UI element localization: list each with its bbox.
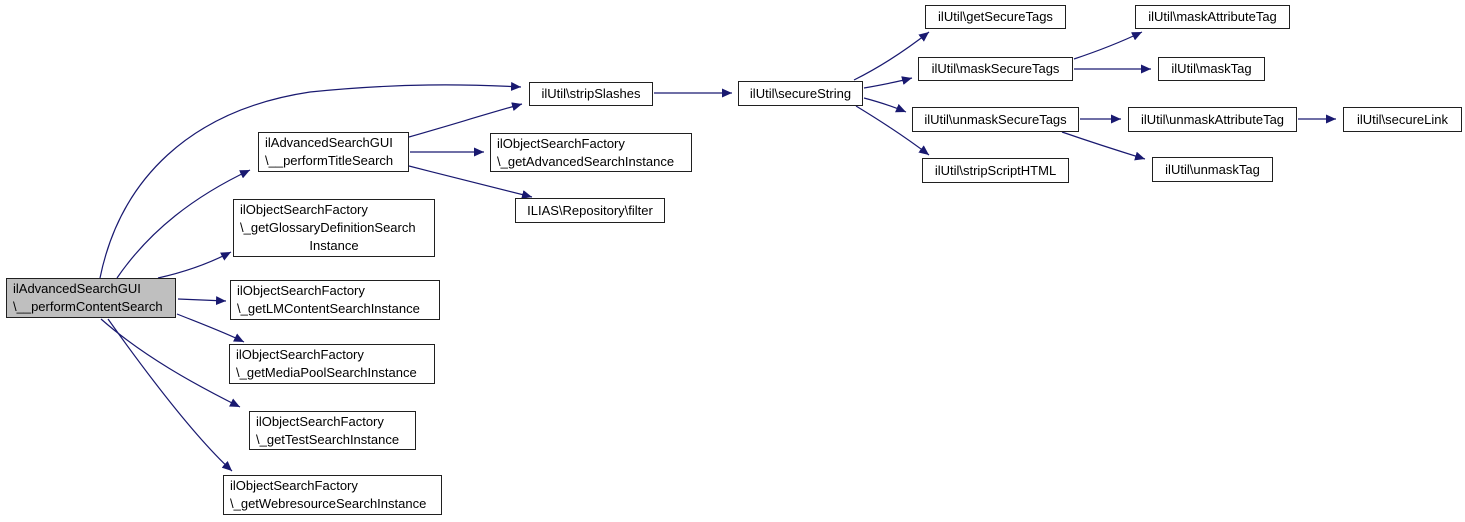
node-label-line: \_getTestSearchInstance [256,431,400,447]
node-label-line: ilObjectSearchFactory [497,135,625,151]
edge-group [99,31,1336,472]
node-label-line: \_getWebresourceSearchInstance [230,496,427,511]
edge-secure_string-to-unmask_secure_tags [863,97,907,113]
node-label-line: ilAdvancedSearchGUI [265,135,393,150]
graph-node-strip_script_html[interactable]: ilUtil\stripScriptHTML [922,158,1069,183]
edge-perform_content_search-to-perform_title_search [116,169,251,279]
edge-perform_content_search-to-get_glossary_definition_search_instance [157,251,232,279]
graph-node-perform_content_search: ilAdvancedSearchGUI \__performContentSear… [6,278,176,318]
edge-unmask_secure_tags-to-unmask_tag [1061,131,1146,161]
graph-node-strip_slashes[interactable]: ilUtil\stripSlashes [529,82,653,106]
node-label-line: ilUtil\stripSlashes [541,86,641,101]
graph-node-get_test_search_instance[interactable]: ilObjectSearchFactory \_getTestSearchInst… [249,411,416,450]
edge-perform_content_search-to-get_webresource_search_instance [107,318,233,472]
node-label-line: ilObjectSearchFactory [256,413,384,429]
graph-node-secure_link[interactable]: ilUtil\secureLink [1343,107,1462,132]
node-label-line: ILIAS\Repository\filter [527,202,653,218]
node-label-line: \__performTitleSearch [265,153,394,168]
node-label-line: ilUtil\maskSecureTags [931,61,1060,76]
node-label-line: ilUtil\unmaskTag [1165,161,1260,177]
graph-node-repository_filter[interactable]: ILIAS\Repository\filter [515,198,665,223]
edge-perform_content_search-to-get_media_pool_search_instance [176,313,245,343]
node-label-line: \_getMediaPoolSearchInstance [236,365,417,380]
edge-secure_string-to-get_secure_tags [853,31,930,81]
node-label-line: ilUtil\unmaskSecureTags [924,111,1067,127]
node-label-line: ilUtil\secureString [749,85,852,101]
graph-node-unmask_secure_tags[interactable]: ilUtil\unmaskSecureTags [912,107,1079,132]
node-label-line: ilUtil\getSecureTags [938,9,1053,24]
edge-perform_content_search-to-get_lm_content_search_instance [177,296,227,306]
graph-node-unmask_attribute_tag[interactable]: ilUtil\unmaskAttributeTag [1128,107,1297,132]
node-label-line: ilAdvancedSearchGUI [13,281,141,296]
node-label-line: ilUtil\maskTag [1171,61,1252,76]
edge-perform_title_search-to-strip_slashes [408,102,523,138]
edge-secure_string-to-mask_secure_tags [863,76,913,89]
graph-node-perform_title_search[interactable]: ilAdvancedSearchGUI \__performTitleSearch [258,132,409,172]
graph-node-get_webresource_search_instance[interactable]: ilObjectSearchFactory \_getWebresourceSea… [223,475,442,515]
edge-perform_content_search-to-strip_slashes [99,81,522,279]
graph-node-mask_attribute_tag[interactable]: ilUtil\maskAttributeTag [1135,5,1290,29]
edge-perform_title_search-to-repository_filter [408,165,533,199]
edge-mask_secure_tags-to-mask_attribute_tag [1073,31,1143,60]
node-label-line: \_getLMContentSearchInstance [237,301,420,316]
graph-node-get_glossary_definition_search_instance[interactable]: ilObjectSearchFactory \_getGlossaryDefini… [233,199,435,257]
node-label-line: ilUtil\maskAttributeTag [1148,9,1277,24]
node-label-line: ilObjectSearchFactory [240,202,368,217]
graph-node-get_secure_tags[interactable]: ilUtil\getSecureTags [925,5,1066,29]
graph-node-mask_secure_tags[interactable]: ilUtil\maskSecureTags [918,57,1073,81]
graph-node-get_media_pool_search_instance[interactable]: ilObjectSearchFactory \_getMediaPoolSearc… [229,344,435,384]
graph-node-mask_tag[interactable]: ilUtil\maskTag [1158,57,1265,81]
node-label-line: ilObjectSearchFactory [236,347,364,362]
node-label-line: ilObjectSearchFactory [230,478,358,493]
node-label-line: \_getGlossaryDefinitionSearch [240,220,416,235]
graph-node-get_lm_content_search_instance[interactable]: ilObjectSearchFactory \_getLMContentSearc… [230,280,440,320]
node-label-line: \__performContentSearch [13,299,163,314]
node-label-line: \_getAdvancedSearchInstance [497,153,675,169]
node-label-line: ilUtil\unmaskAttributeTag [1140,111,1285,127]
node-label-line: Instance [309,238,359,253]
edge-perform_content_search-to-get_test_search_instance [100,318,241,408]
node-label-line: ilUtil\secureLink [1356,111,1449,127]
edge-secure_string-to-strip_script_html [855,105,930,156]
graph-node-get_advanced_search_instance[interactable]: ilObjectSearchFactory \_getAdvancedSearch… [490,133,692,172]
node-label-line: ilUtil\stripScriptHTML [934,162,1057,178]
graph-node-secure_string[interactable]: ilUtil\secureString [738,81,863,106]
node-label-line: ilObjectSearchFactory [237,283,365,298]
graph-node-unmask_tag[interactable]: ilUtil\unmaskTag [1152,157,1273,182]
